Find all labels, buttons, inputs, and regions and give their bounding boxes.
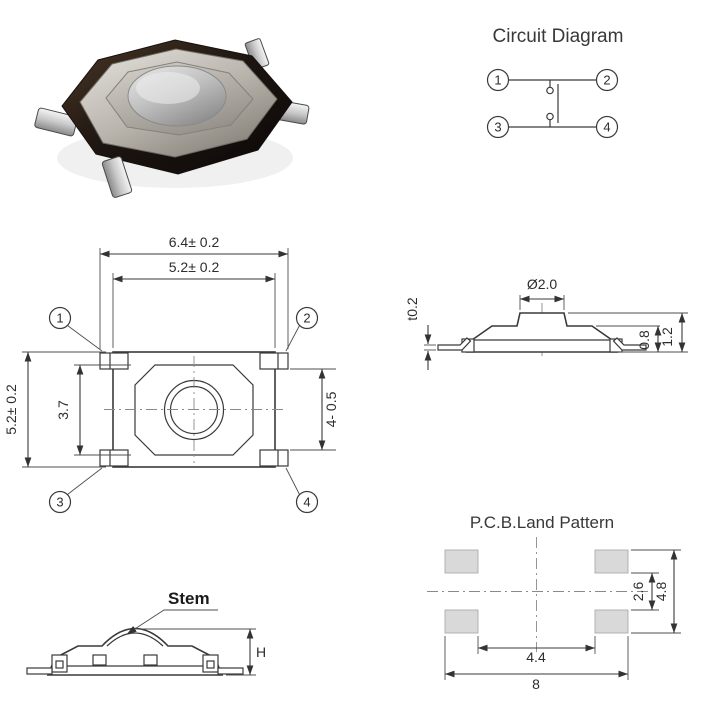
h-extension-lines <box>141 628 256 676</box>
side-extension-lines <box>424 295 688 353</box>
stem-left-tab <box>51 654 68 673</box>
pad-bottom-left <box>444 609 479 634</box>
terminal-3-circle <box>486 115 510 139</box>
dim-pin-span: 4- 0.5 <box>323 391 339 427</box>
dim-overall-width: 6.4± 0.2 <box>169 234 220 250</box>
left-lead-profile <box>437 337 472 351</box>
dim-pad-inner-h: 4.4 <box>526 649 546 665</box>
pin-1-callout-circle <box>48 306 72 330</box>
dim-pad-outer-v: 4.8 <box>653 582 669 602</box>
dim-stem-frame: 3.7 <box>55 400 71 420</box>
contact-dot-top <box>546 86 554 95</box>
pcb-land-pattern: P.C.B.Land Pattern 2.6 4.8 4.4 8 <box>427 513 681 692</box>
lead-front <box>101 156 133 198</box>
pcb-pattern-title: P.C.B.Land Pattern <box>470 513 614 532</box>
circuit-diagram: Circuit Diagram 1 2 3 4 <box>486 26 624 139</box>
stem-side-view-drawing: Stem H <box>26 589 266 676</box>
pad-top-right <box>594 549 629 574</box>
side-dimension-lines <box>424 295 686 370</box>
terminal-4-label: 4 <box>603 120 610 135</box>
lead-left <box>34 107 78 137</box>
terminal-1-label: 1 <box>494 73 501 88</box>
side-view-drawing: Ø2.0 t0.2 0.8 1.2 <box>404 276 688 370</box>
circuit-diagram-title: Circuit Diagram <box>493 26 624 47</box>
pin-1-label: 1 <box>56 311 63 326</box>
switch-leads-3d <box>34 38 310 137</box>
side-profile-outline <box>465 312 619 353</box>
dim-body-width: 5.2± 0.2 <box>169 259 220 275</box>
dim-body-height-side: 0.8 <box>636 330 652 350</box>
terminal-2-circle <box>595 68 619 92</box>
pin-4-label: 4 <box>303 495 310 510</box>
inner-contact-right <box>143 654 158 666</box>
circuit-symbol: 1 2 3 4 <box>486 68 619 139</box>
terminal-4-circle <box>595 115 619 139</box>
terminal-1-circle <box>486 68 510 92</box>
pin-3-callout-circle <box>48 490 72 514</box>
dim-stem-diameter: Ø2.0 <box>527 276 558 292</box>
contact-dot-bottom <box>546 112 554 121</box>
dim-pad-outer-h: 8 <box>532 676 540 692</box>
pcb-dimension-lines <box>445 550 678 678</box>
inner-contact-left <box>92 654 107 666</box>
terminal-2-label: 2 <box>603 73 610 88</box>
stem-right-lead <box>217 667 244 675</box>
extension-lines <box>22 248 336 468</box>
dim-h: H <box>256 644 266 660</box>
button-highlight <box>136 72 200 104</box>
stem-label: Stem <box>168 589 210 608</box>
dim-pad-inner-v: 2.6 <box>630 582 646 602</box>
terminal-3-label: 3 <box>494 120 501 135</box>
pcb-extension-lines <box>444 549 681 680</box>
stem-right-tab <box>202 654 219 673</box>
stem-profile-outline <box>46 627 224 676</box>
dim-body-height: 5.2± 0.2 <box>3 384 19 435</box>
top-view-drawing: 6.4± 0.2 5.2± 0.2 5.2± 0.2 3.7 4- 0.5 1 … <box>3 234 339 514</box>
pin-2-label: 2 <box>303 311 310 326</box>
right-lead-profile <box>612 337 647 351</box>
pin-3-label: 3 <box>56 495 63 510</box>
cover-octagon <box>134 364 254 456</box>
dimension-lines <box>24 250 326 467</box>
pin-callouts: 1 2 3 4 <box>48 306 319 514</box>
dim-lead-thickness: t0.2 <box>404 297 420 321</box>
pin-2-callout-circle <box>295 306 319 330</box>
dim-total-height-side: 1.2 <box>659 327 675 347</box>
switch-3d-render <box>34 38 310 198</box>
pad-top-left <box>444 549 479 574</box>
stem-leader-arrow <box>126 609 218 635</box>
pin-4-callout-circle <box>295 490 319 514</box>
stem-left-lead <box>26 667 53 675</box>
pad-bottom-right <box>594 609 629 634</box>
